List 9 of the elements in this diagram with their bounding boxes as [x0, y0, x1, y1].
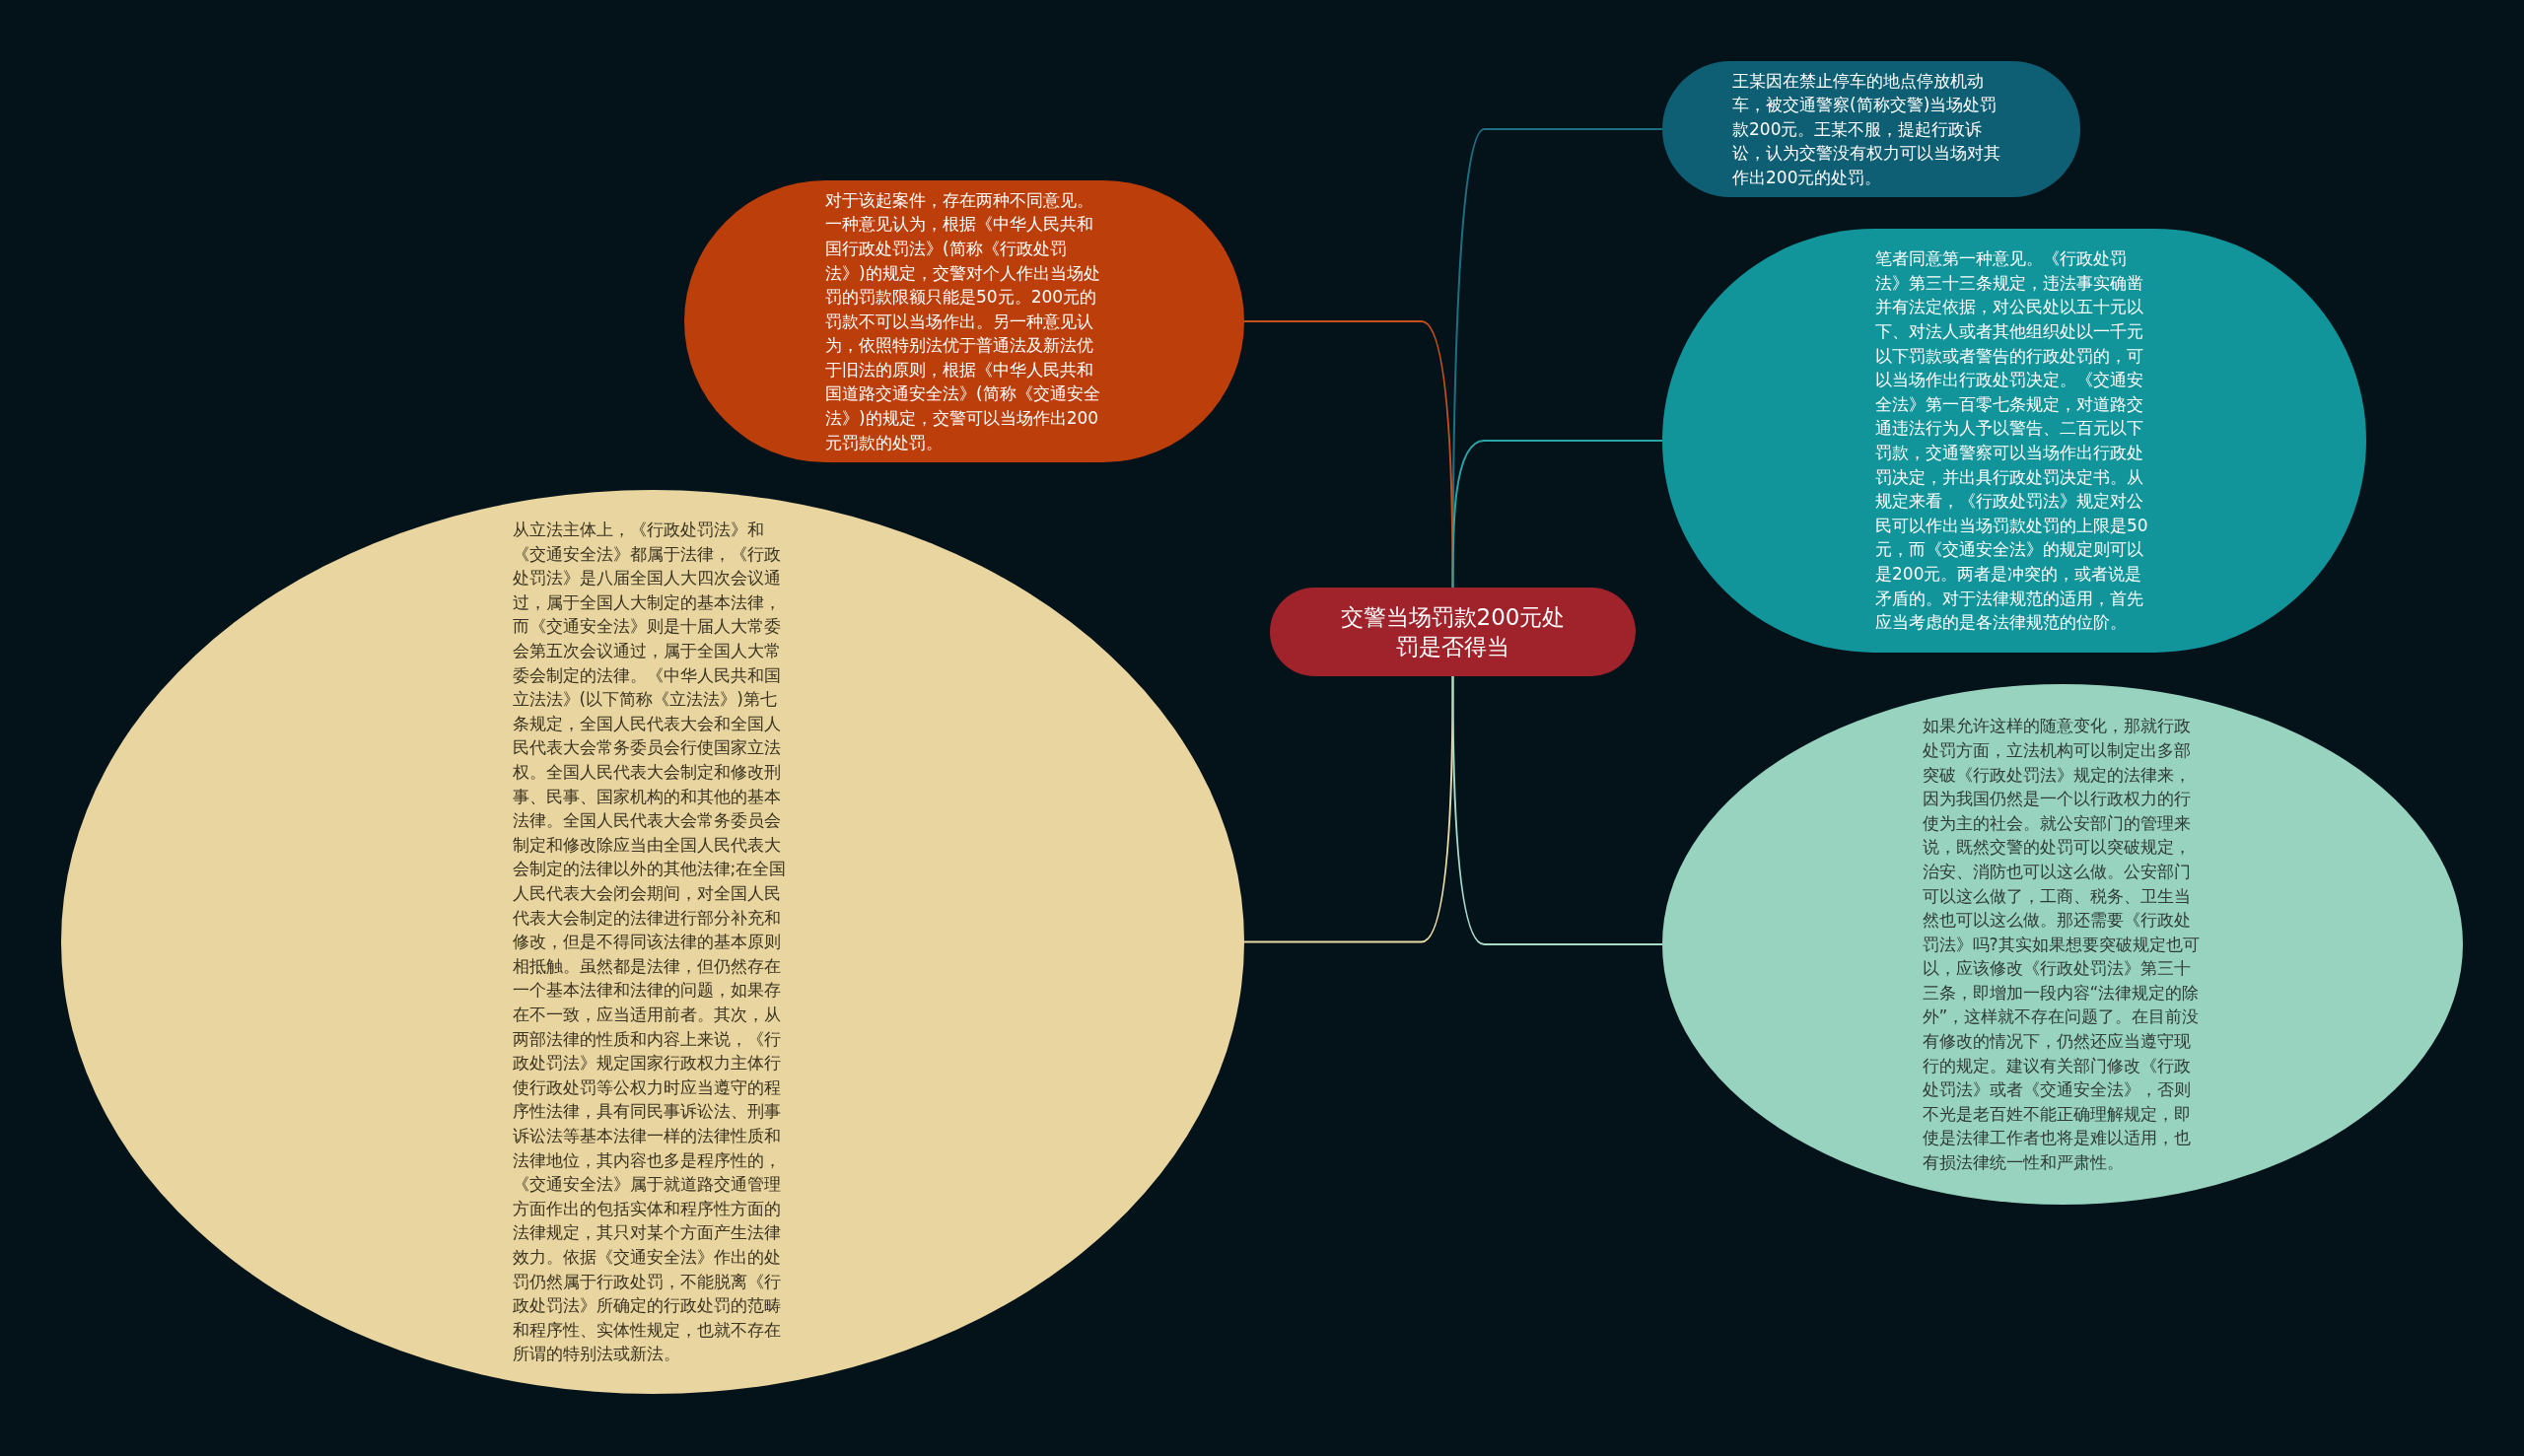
node-text: 对于该起案件，存在两种不同意见。一种意见认为，根据《中华人民共和国行政处罚法》(简称《行政处罚法》)的规定，交警对个人作出当场处罚的罚款限额只能是50元。200元的罚款不可以当场作出。另一种意见认为，依照特别法优于普通法及新法优于旧法的原则，根据《中华人民共和国道路交通安全法》(简称《交通安全法》)的规定，交警可以当场作出200元罚款的处罚。 — [825, 188, 1101, 454]
topic-title: 交警当场罚款200元处罚是否得当 — [1339, 603, 1567, 661]
connector-line — [1451, 440, 1663, 589]
node-text: 笔者同意第一种意见。《行政处罚法》第三十三条规定，违法事实确凿并有法定依据，对公民处以五十元以下、对法人或者其他组织处以一千元以下罚款或者警告的行政处罚的，可以当场作出行政处罚决定。《交通安全法》第一百零七条规定，对道路交通违法行为人予以警告、二百元以下罚款，交通警察可以当场作出行政处罚决定，并出具行政处罚决定书。从规定来看，《行政处罚法》规定对公民可以作出当场罚款处罚的上限是50元，而《交通安全法》的规定则可以是200元。两者是冲突的，或者说是矛盾的。对于法律规范的适用，首先应当考虑的是各法律规范的位阶。 — [1875, 247, 2149, 635]
node-text: 从立法主体上，《行政处罚法》和《交通安全法》都属于法律，《行政处罚法》是八届全国人大四次会议通过，属于全国人大制定的基本法律，而《交通安全法》则是十届人大常委会第五次会议通过，属于全国人大常委会制定的法律。《中华人民共和国立法法》(以下简称《立法法》)第七条规定，全国人民代表大会和全国人民代表大会常务委员会行使国家立法权。全国人民代表大会制定和修改刑事、民事、国家机构的和其他的基本法律。全国人民代表大会常务委员会制定和修改除应当由全国人民代表大会制定的法律以外的其他法律;在全国人民代表大会闭会期间，对全国人民代表大会制定的法律进行部分补充和修改，但是不得同该法律的基本原则相抵触。虽然都是法律，但仍然存在一个基本法律和法律的问题，如果存在不一致，应当适用前者。其次，从两部法律的性质和内容上来说，《行政处罚法》规定国家行政权力主体行使行政处罚等公权力时应当遵守的程序性法律，具有同民事诉讼法、刑事诉讼法等基本法律一样的法律性质和法律地位，其内容也多是程序性的，《交通安全法》属于就道路交通管理方面作出的包括实体和程序性方面的法律规定，其只对某个方面产生法律效力。依据《交通安全法》作出的处罚仍然属于行政处罚，不能脱离《行政处罚法》所确定的行政处罚的范畴和程序性、实体性规定，也就不存在所谓的特别法或新法。 — [512, 519, 788, 1366]
node-text: 王某因在禁止停车的地点停放机动车，被交通警察(简称交警)当场处罚款200元。王某不服，提起行政诉讼，认为交警没有权力可以当场对其作出200元的处罚。 — [1732, 69, 2001, 189]
connector-line — [1243, 675, 1454, 943]
node-text: 如果允许这样的随意变化，那就行政处罚方面，立法机构可以制定出多部突破《行政处罚法》规定的法律来，因为我国仍然是一个以行政权力的行使为主的社会。就公安部门的管理来说，既然交警的处罚可以突破规定，治安、消防也可以这么做。公安部门可以这么做了，工商、税务、卫生当然也可以这么做。那还需要《行政处罚法》吗?其实如果想要突破规定也可以，应该修改《行政处罚法》第三十三条，即增加一段内容“法律规定的除外”，这样就不存在问题了。在目前没有修改的情况下，仍然还应当遵守现行的规定。建议有关部门修改《行政处罚法》或者《交通安全法》，否则不光是老百姓不能正确理解规定，即使是法律工作者也将是难以适用，也有损法律统一性和严肃性。 — [1922, 715, 2201, 1175]
connector-line — [1451, 675, 1663, 945]
